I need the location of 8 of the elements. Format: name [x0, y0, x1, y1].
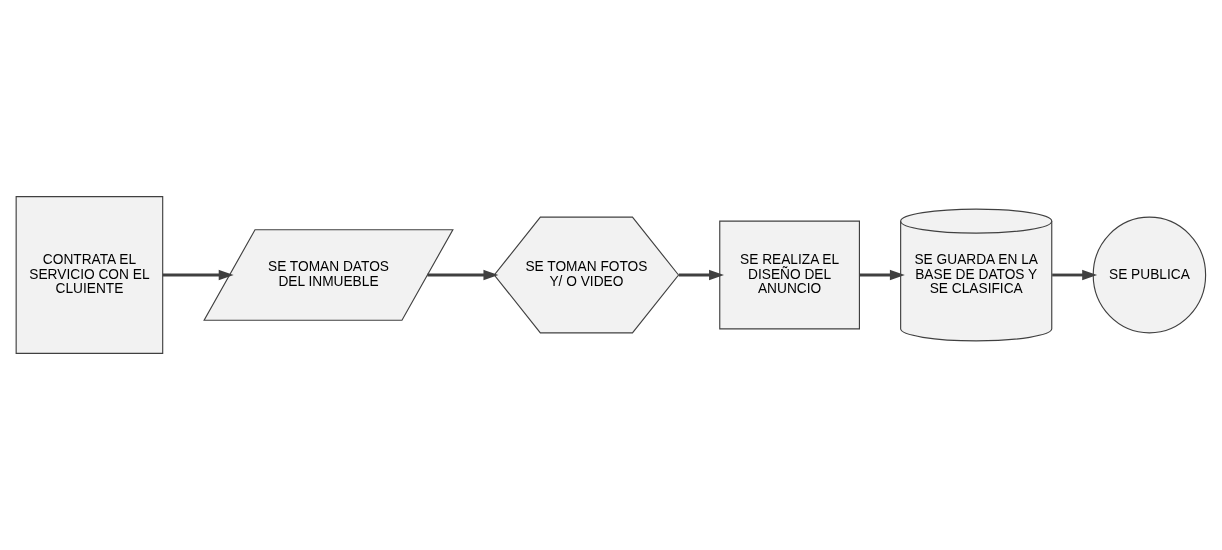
arrow — [859, 269, 905, 281]
node-box: CONTRATA EL SERVICIO CON EL CLUIENTE — [15, 196, 164, 354]
arrow — [678, 269, 724, 281]
arrow — [1052, 269, 1098, 281]
node-circle: SE PUBLICA — [1092, 216, 1207, 334]
node-box: SE REALIZA EL DISEÑO DEL ANUNCIO — [719, 220, 860, 330]
arrow — [162, 269, 234, 281]
arrow — [427, 269, 499, 281]
